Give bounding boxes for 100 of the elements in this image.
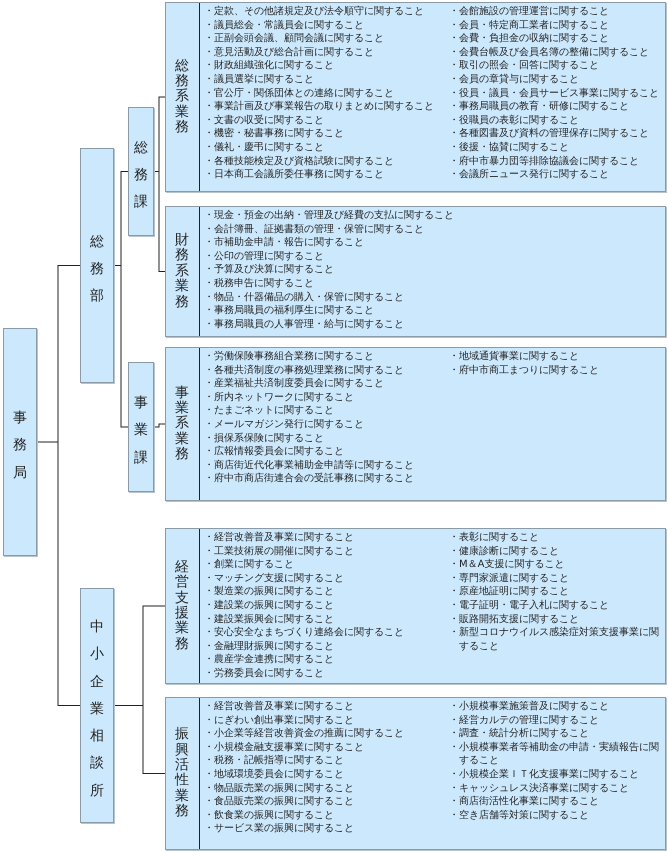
duty-item: ・役員・議員・会員サービス事業に関すること — [449, 86, 660, 100]
duty-item: ・健康診断に関すること — [449, 544, 560, 558]
duty-item: ・商店街活性化事業に関すること — [449, 795, 600, 809]
duty-item: ・M＆A支援に関すること — [449, 558, 566, 572]
duty-item: ・労務委員会に関すること — [204, 666, 325, 681]
duty-item: ・製造業の振興に関すること — [204, 585, 335, 599]
duty-item: ・販路開拓支援に関すること — [449, 612, 580, 626]
duty-item: ・工業技術展の開催に関すること — [204, 544, 355, 558]
unit-name: 事務局 — [13, 409, 27, 483]
duty-item: ・経営改善普及事業に関すること — [204, 700, 355, 714]
duty-item: ・日本商工会議所委任事務に関すること — [204, 168, 385, 182]
unit-name: 中小企業相談所 — [90, 618, 104, 801]
duty-item: ・創業に関すること — [204, 558, 295, 572]
duty-item: ・地域通貨事業に関すること — [449, 350, 580, 364]
unit-name: 総務部 — [90, 232, 104, 306]
duty-item: ・事務局職員の人事管理・給与に関すること — [204, 318, 405, 332]
duty-item: ・現金・預金の出納・管理及び経費の支払に関すること — [204, 209, 454, 223]
duty-item: ・意見活動及び総合計画に関すること — [204, 46, 375, 60]
duty-item: ・にぎわい創出事業に関すること — [204, 714, 355, 728]
duty-item: ・小企業等経営改善資金の推薦に関すること — [204, 727, 405, 741]
duty-item: ・府中市商工まつりに関すること — [449, 364, 600, 378]
duty-item: ・府中市暴力団等排除協議会に関すること — [449, 154, 640, 168]
duty-item: ・表彰に関すること — [449, 531, 540, 545]
duty-item: ・空き店舗等対策に関すること — [449, 808, 590, 822]
duty-item: ・事務局職員の福利厚生に関すること — [204, 304, 375, 318]
duty-item: ・小規模事業施策普及に関すること — [449, 700, 610, 714]
duty-item: ・小規模企業ＩＴ化支援事業に関すること — [449, 768, 640, 782]
duty-item: ・建設業振興会に関すること — [204, 612, 335, 626]
section-heading: 事業系業務 — [175, 386, 189, 462]
duty-item: ・食品販売業の振興に関すること — [204, 795, 355, 809]
duty-item: ・経営改善普及事業に関すること — [204, 531, 355, 545]
duty-list-box — [165, 528, 666, 684]
connector-line — [36, 442, 80, 706]
duty-item: ・電子証明・電子入札に関すること — [449, 598, 610, 613]
duty-item: ・各種技能検定及び資格試験に関すること — [204, 154, 395, 168]
duty-item: ・会議所ニュース発行に関すること — [449, 168, 610, 182]
duty-item: ・会館施設の管理運営に関すること — [449, 5, 610, 19]
duty-item: ・税務・記帳指導に関すること — [204, 754, 345, 768]
org-unit-box — [128, 362, 154, 492]
duty-item: ・議員総会・常議員会に関すること — [204, 18, 365, 32]
duty-list-box — [165, 347, 666, 501]
duty-item: ・官公庁・関係団体との連絡に関すること — [204, 86, 395, 100]
unit-name: 総務課 — [134, 138, 148, 212]
duty-item: ・税務申告に関すること — [204, 276, 315, 291]
duty-item: ・原産地証明に関すること — [449, 585, 570, 599]
org-unit-box — [3, 328, 37, 556]
connector-line — [154, 424, 166, 428]
duty-item: ・小規模事業者等補助金の申請・実績報告に関すること — [449, 740, 660, 768]
duty-item: ・役職員の表彰に関すること — [449, 114, 580, 128]
duty-item: ・儀礼・慶弔に関すること — [204, 140, 325, 155]
connector-line — [114, 265, 128, 428]
duty-item: ・サービス業の振興に関すること — [204, 822, 355, 836]
duty-item: ・物品販売業の振興に関すること — [204, 782, 355, 796]
duty-item: ・たまごネットに関すること — [204, 404, 335, 418]
duty-item: ・文書の収受に関すること — [204, 114, 325, 128]
duty-item: ・正副会頭会議、顧問会議に関すること — [204, 32, 385, 46]
duty-item: ・地域環境委員会に関すること — [204, 768, 345, 782]
duty-item: ・事業計画及び事業報告の取りまとめに関すること — [204, 100, 435, 114]
duty-item: ・調査・統計分析に関すること — [449, 727, 590, 741]
duty-item: ・労働保険事務組合業務に関すること — [204, 350, 375, 364]
duty-item: ・会員・特定商工業者に関すること — [449, 18, 610, 32]
duty-item: ・産業福祉共済制度委員会に関すること — [204, 377, 385, 391]
duty-item: ・各種図書及び資料の管理保存に関すること — [449, 127, 650, 141]
duty-list-box — [165, 697, 666, 850]
duty-item: ・会計簿冊、証拠書類の管理・保管に関すること — [204, 222, 425, 236]
duty-item: ・会員の章貸与に関すること — [449, 72, 580, 87]
duty-item: ・財政組織強化に関すること — [204, 59, 335, 73]
connector-line — [154, 171, 166, 272]
duty-item: ・小規模金融支援事業に関すること — [204, 740, 365, 754]
duty-item: ・公印の管理に関すること — [204, 250, 325, 264]
duty-item: ・商店街近代化事業補助金申請等に関すること — [204, 458, 415, 472]
duty-item: ・議員選挙に関すること — [204, 72, 315, 87]
duty-item: ・定款、その他諸規定及び法令順守に関すること — [204, 5, 425, 19]
section-heading: 振興活性業務 — [175, 727, 189, 820]
duty-item: ・予算及び決算に関すること — [204, 263, 335, 277]
duty-item: ・飲食業の振興に関すること — [204, 808, 335, 822]
duty-item: ・金融理財振興に関すること — [204, 640, 335, 654]
duty-item: ・取引の照会・回答に関すること — [449, 59, 600, 73]
duty-item: ・建設業の振興に関すること — [204, 598, 335, 613]
duty-item: ・会費台帳及び会員名簿の整備に関すること — [449, 46, 650, 60]
duty-item: ・広報情報委員会に関すること — [204, 445, 345, 459]
section-heading: 財務系業務 — [175, 233, 189, 310]
duty-item: ・キャッシュレス決済事業に関すること — [449, 782, 630, 796]
duty-list-box — [165, 2, 666, 192]
duty-item: ・専門家派遣に関すること — [449, 572, 570, 586]
duty-item: ・農産学金連携に関すること — [204, 653, 335, 667]
duty-item: ・機密・秘書事務に関すること — [204, 127, 345, 141]
duty-item: ・メールマガジン発行に関すること — [204, 418, 365, 432]
duty-item: ・府中市商店街連合会の受託事務に関すること — [204, 472, 415, 486]
org-unit-box — [80, 588, 114, 823]
duty-item: ・マッチング支援に関すること — [204, 572, 345, 586]
duty-item: ・損保系保険に関すること — [204, 432, 325, 446]
duty-item: ・各種共済制度の事務処理業務に関すること — [204, 364, 405, 378]
duty-item: ・所内ネットワークに関すること — [204, 390, 355, 404]
duty-item: ・安心安全なまちづくり連絡会に関すること — [204, 626, 405, 640]
org-unit-box — [128, 107, 154, 236]
duty-item: ・市補助金申請・報告に関すること — [204, 236, 365, 250]
unit-name: 事業課 — [134, 394, 148, 468]
duty-item: ・後援・協賛に関すること — [449, 140, 570, 155]
org-unit-box — [80, 148, 114, 383]
